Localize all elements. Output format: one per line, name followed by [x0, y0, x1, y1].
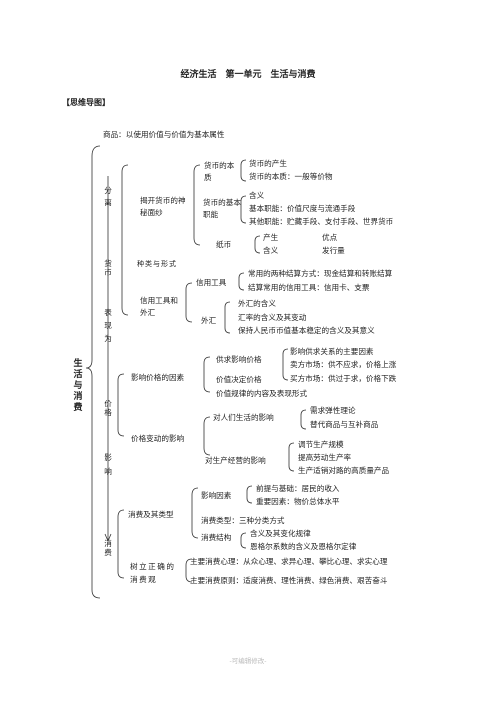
page-title: 经济生活 第一单元 生活与消费	[180, 70, 316, 80]
function-item: 其他职能：贮藏手段、支付手段、世界货币	[249, 217, 394, 226]
paper-item: 发行量	[322, 246, 345, 255]
structure-item: 含义及其变化规律	[250, 529, 311, 538]
factor-item: 前提与基础：居民的收入	[256, 484, 340, 493]
yingxiang-label: 影响	[104, 453, 112, 476]
price-changes-node: 价格变动的影响	[131, 434, 185, 443]
fenli-label: 分离	[104, 186, 112, 207]
consumption-factors-node: 影响因素	[201, 491, 232, 500]
consumption-kinds-node: 消费类型：三种分类方式	[201, 516, 285, 525]
forex-node: 外汇	[201, 316, 217, 325]
footer: -可编辑修改-	[229, 657, 267, 665]
forex-item: 外汇的含义	[238, 299, 276, 308]
credit-item: 结算常用的信用工具：信用卡、支票	[248, 283, 370, 292]
structure-item: 恩格尔系数的含义及恩格尔定律	[250, 542, 357, 551]
paper-item: 含义	[263, 246, 279, 255]
consumption-structure-node: 消费结构	[201, 533, 232, 542]
function-item: 基本职能：价值尺度与流通手段	[249, 204, 356, 213]
credit-item: 常用的两种结算方式：现金结算和转账结算	[248, 269, 393, 278]
sd-item: 买方市场：供过于求，价格下跌	[290, 374, 397, 383]
reveal-money-node: 揭开货币的神秘面纱	[140, 196, 186, 217]
huobi-label: 货币	[104, 259, 112, 277]
on-production-node: 对生产经营的影响	[205, 456, 266, 465]
essence-item: 货币的本质：一般等价物	[249, 172, 333, 181]
credit-forex-node: 信用工具和外汇	[140, 296, 178, 317]
prod-item: 调节生产规模	[298, 440, 344, 449]
paper-item: 优点	[322, 233, 338, 242]
life-consumption-label: 生活与消费	[73, 359, 83, 413]
price-factors-node: 影响价格的因素	[131, 373, 185, 382]
forex-item: 汇率的含义及其变动	[238, 313, 307, 322]
supply-demand-node: 供求影响价格	[216, 355, 262, 364]
essence-item: 货币的产生	[249, 159, 287, 168]
xiaofei-label: 消费	[104, 539, 112, 557]
sd-item: 卖方市场：供不应求，价格上涨	[290, 360, 397, 369]
root-node: 商品：以使用价值与价值为基本属性	[103, 130, 225, 139]
prod-item: 提高劳动生产率	[298, 453, 352, 462]
credit-tools-node: 信用工具	[196, 278, 227, 287]
function-item: 含义	[249, 191, 265, 200]
on-life-node: 对人们生活的影响	[213, 413, 274, 422]
principles-item: 主要消费原则：适度消费、理性消费、绿色消费、艰苦奋斗	[190, 576, 388, 585]
essence-node: 货币的本质	[204, 161, 235, 182]
section-header: 【思维导图】	[62, 97, 110, 107]
function-node: 货币的基本职能	[203, 198, 241, 219]
correct-view-node: 树立正确的消费观	[130, 562, 176, 584]
prod-item: 生产适销对路的高质量产品	[298, 466, 390, 475]
consumption-types-node: 消费及其类型	[128, 510, 174, 519]
life-item: 需求弹性理论	[310, 406, 356, 415]
paper-item: 产生	[263, 233, 279, 242]
law-of-value-node: 价值规律的内容及表现形式	[216, 389, 308, 398]
paper-money-node: 纸币	[216, 240, 232, 249]
biaoxianwei-label: 表现为	[104, 308, 112, 343]
life-item: 替代商品与互补商品	[310, 420, 379, 429]
forex-item: 保持人民币币值基本稳定的含义及其意义	[238, 326, 375, 335]
jiage-label: 价格	[104, 399, 112, 417]
kinds-forms-node: 种类与形式	[137, 260, 177, 268]
factor-item: 重要因素：物价总体水平	[256, 497, 340, 506]
value-decides-node: 价值决定价格	[216, 375, 262, 384]
sd-item: 影响供求关系的主要因素	[290, 347, 374, 356]
psychology-item: 主要消费心理：从众心理、求异心理、攀比心理、求实心理	[190, 557, 388, 566]
